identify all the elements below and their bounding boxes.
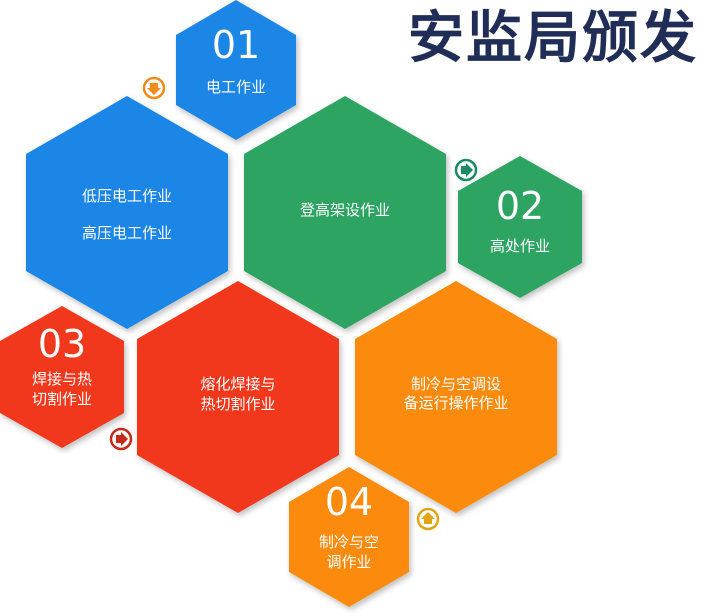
hexagon-label: 制冷与空调设 — [410, 375, 502, 393]
hexagon-01-electrical — [176, 0, 296, 140]
arrow-right-icon — [454, 158, 478, 182]
hexagon-label: 备运行操作作业 — [403, 394, 509, 412]
hexagon-02-height-work — [458, 156, 582, 298]
hexagon-label: 制冷与空 — [318, 533, 380, 551]
hexagon-refrigeration-equip — [355, 281, 557, 513]
hexagon-03-welding — [0, 306, 124, 448]
page-title: 安监局颁发 — [408, 6, 698, 71]
hexagon-label: 高处作业 — [489, 237, 551, 255]
hexagon-label: 登高架设作业 — [299, 201, 391, 219]
hexagon-scaffolding — [244, 96, 446, 329]
hexagon-label: 电工作业 — [205, 78, 267, 96]
hexagon-label: 热切割作业 — [200, 395, 276, 413]
hexagon-04-refrigeration — [289, 467, 409, 607]
hexagon-fusion-welding — [137, 281, 339, 513]
hexagon-label: 切割作业 — [31, 390, 93, 408]
hexagon-label: 熔化焊接与 — [200, 375, 276, 393]
hexagon-label: 调作业 — [326, 553, 372, 571]
hexagon-label: 高压电工作业 — [81, 224, 173, 242]
hexagon-low-high-voltage — [26, 96, 228, 329]
arrow-right-icon — [109, 427, 133, 451]
arrow-up-icon — [416, 507, 440, 531]
hexagon-number: 02 — [495, 184, 545, 228]
hexagon-number: 04 — [324, 480, 374, 524]
hexagon-label: 焊接与热 — [31, 370, 93, 388]
hexagon-number: 03 — [37, 322, 87, 366]
hexagon-number: 01 — [211, 23, 261, 67]
arrow-down-icon — [142, 76, 166, 100]
hexagon-label: 低压电工作业 — [81, 187, 173, 205]
